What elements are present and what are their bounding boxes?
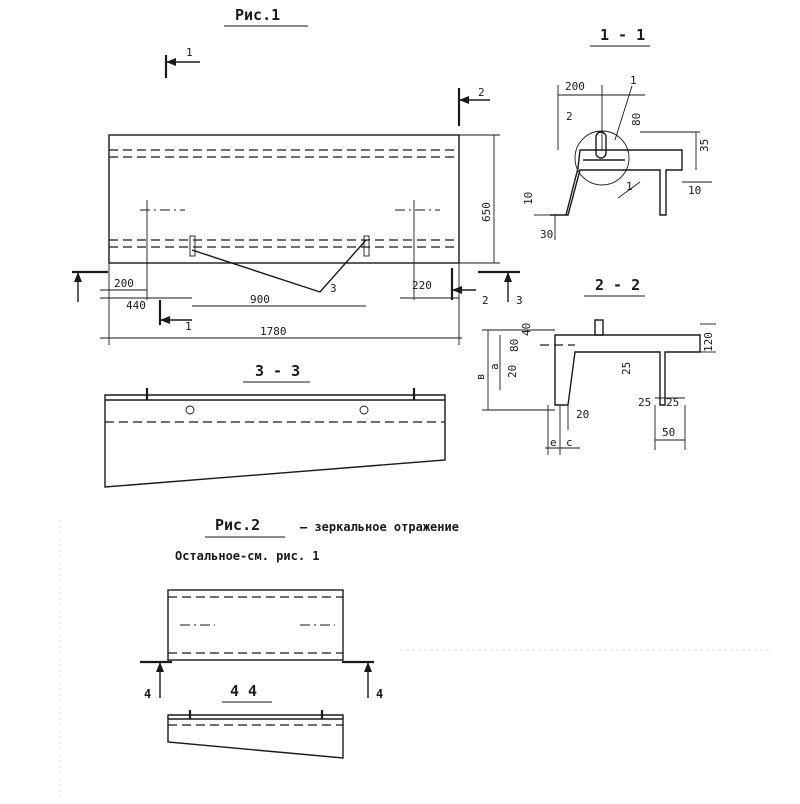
dim-25-mid: 25	[620, 362, 633, 375]
arrow-head-icon	[504, 272, 512, 282]
section-4-4-title: 4 4	[230, 682, 257, 700]
arrow-head-icon	[156, 662, 164, 672]
dim-1780: 1780	[260, 325, 287, 338]
fig2: Рис.2 – зеркальное отражение Остальное-с…	[140, 516, 459, 759]
fig1-elevation: Рис.1 1 2 3 650	[72, 6, 523, 345]
arrow-head-icon	[459, 96, 469, 104]
section-2-label-bottom: 2	[482, 294, 489, 307]
dim-80: 80	[630, 113, 643, 126]
section-2-2: 2 - 2 в a 80 40 20 25 120 20 25 25 50 e …	[474, 276, 716, 455]
dim-200: 200	[114, 277, 134, 290]
callout-leader	[614, 85, 633, 141]
section-2-label-top: 2	[478, 86, 485, 99]
dim-120: 120	[702, 332, 715, 352]
dim-c: c	[566, 436, 573, 449]
dim-440: 440	[126, 299, 146, 312]
lifting-loop	[594, 319, 604, 336]
dim-30: 30	[540, 228, 553, 241]
dim-50: 50	[662, 426, 675, 439]
section-1-label-bottom: 1	[185, 320, 192, 333]
callout-3-leader	[191, 239, 367, 293]
insert-circle	[359, 405, 369, 415]
dim-a: a	[488, 363, 501, 370]
section-4-label-right: 4	[376, 687, 383, 701]
callout-leader	[617, 181, 641, 199]
section-1-1-profile	[550, 149, 683, 216]
arrow-head-icon	[74, 272, 82, 282]
fig1-title: Рис.1	[235, 6, 280, 24]
dim-220: 220	[412, 279, 432, 292]
lifting-loop	[595, 131, 607, 159]
section-1-1-title: 1 - 1	[600, 26, 645, 44]
callout-2: 2	[566, 110, 573, 123]
dim-10-left: 10	[522, 192, 535, 205]
arrow-head-icon	[364, 662, 372, 672]
section-3-3: 3 - 3	[104, 362, 446, 488]
insert-marker	[363, 235, 370, 257]
section-4-label-left: 4	[144, 687, 151, 701]
section-3-3-title: 3 - 3	[255, 362, 300, 380]
dim-20-left: 20	[506, 365, 519, 378]
fig2-subtitle: – зеркальное отражение	[300, 520, 459, 534]
dim-900: 900	[250, 293, 270, 306]
arrow-head-icon	[452, 286, 462, 294]
dim-35: 35	[698, 139, 711, 152]
arrow-head-icon	[160, 316, 170, 324]
dim-10-right: 10	[688, 184, 701, 197]
dim-20-bottom: 20	[576, 408, 589, 421]
fig2-note: Остальное-см. рис. 1	[175, 549, 320, 563]
dim-e: e	[550, 436, 557, 449]
section-2-2-profile	[554, 334, 701, 406]
fig2-plan-outline	[167, 589, 344, 661]
dim-25-b: 25	[666, 396, 679, 409]
section-2-2-title: 2 - 2	[595, 276, 640, 294]
section-3-3-outline	[104, 394, 446, 488]
slab-outline	[108, 134, 460, 264]
callout-1-bottom: 1	[626, 180, 633, 193]
arrow-head-icon	[166, 58, 176, 66]
section-1-1: 1 - 1 200 1 2 80 35 10 1 10 30	[522, 26, 712, 241]
callout-3: 3	[330, 282, 337, 295]
dim-80: 80	[508, 339, 521, 352]
dim-25-a: 25	[638, 396, 651, 409]
insert-marker	[189, 235, 196, 257]
fig2-title: Рис.2	[215, 516, 260, 534]
dim-b: в	[474, 373, 487, 380]
callout-1-top: 1	[630, 74, 637, 87]
section-3-label: 3	[516, 294, 523, 307]
section-4-4-outline	[167, 714, 344, 759]
insert-circle	[185, 405, 195, 415]
detail-circle	[574, 130, 630, 186]
dim-40: 40	[520, 323, 533, 336]
section-1-label-top: 1	[186, 46, 193, 59]
dim-200: 200	[565, 80, 585, 93]
dim-650: 650	[480, 202, 493, 222]
